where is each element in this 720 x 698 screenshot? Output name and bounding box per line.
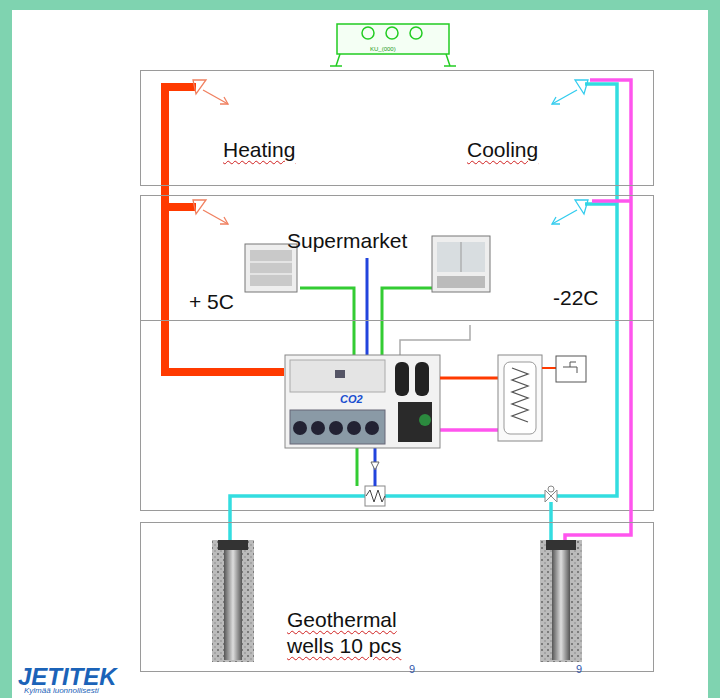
geothermal-well: [540, 540, 582, 662]
unit-brand: CO2: [340, 393, 363, 405]
machine-room-box: [141, 321, 654, 511]
cooling-diffusers: [552, 80, 588, 224]
condenser-unit: [330, 24, 456, 66]
page-number: 9: [409, 663, 415, 675]
heating-pipe: [165, 87, 284, 372]
control-wire: [400, 325, 470, 356]
geothermal-well: [212, 540, 254, 662]
ground-box: Geothermal wells 10 pcs: [140, 522, 654, 672]
heating-diffusers: [193, 80, 228, 224]
logo-tagline: Kylmää luonnollisesti: [24, 687, 99, 696]
hot-water-tank: [498, 355, 565, 441]
page-number: 9: [576, 663, 582, 675]
tap-icon: [556, 356, 586, 382]
node-text: Supermarket: [287, 228, 407, 254]
node-text: -22C: [553, 285, 599, 311]
three-way-valve: [545, 486, 557, 502]
floor-box: Heating Cooling: [140, 70, 654, 186]
return-pipe: [430, 80, 631, 540]
node-text: + 5C: [189, 289, 234, 315]
node-text: Heating: [223, 137, 295, 163]
floor-box: Supermarket + 5C -22C: [140, 195, 654, 321]
hot-water-line: [440, 377, 500, 380]
freezer-case: [432, 236, 490, 292]
expansion-valve: [371, 462, 379, 470]
node-text: Cooling: [467, 137, 538, 163]
unit-code: KU_(000): [370, 46, 396, 53]
co2-refrigeration-unit: [285, 355, 440, 448]
heat-exchanger: [365, 486, 385, 506]
slide-ground: [12, 10, 708, 698]
node-text: Geothermal wells 10 pcs: [287, 607, 437, 660]
